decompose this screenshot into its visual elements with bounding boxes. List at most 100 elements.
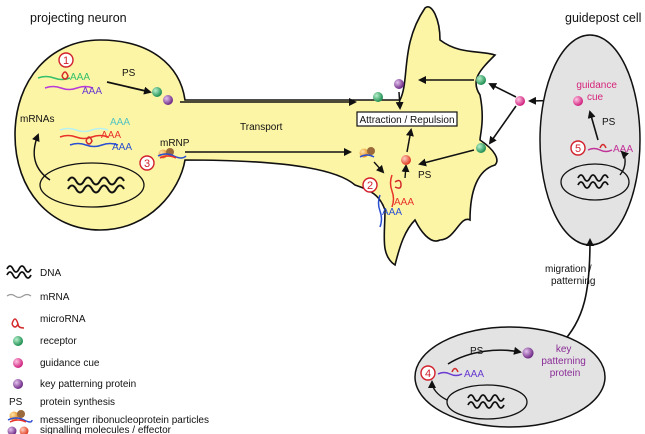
ps-arrow-precursor [447,346,522,365]
key-patterning-protein-icon [163,95,173,105]
soma-mrna-group [59,127,119,148]
transcription-arrow [32,133,51,181]
cue-arrow-to-bottom [488,105,517,145]
mrnp-icon [7,410,33,423]
legend-item-receptor: receptor [13,336,77,347]
svg-text:key patterning protein: key patterning protein [40,379,136,390]
receptor-icon [13,336,23,346]
legend-item-guidance-cue: guidance cue [13,358,100,369]
growth-cone-arrow-4 [405,128,414,153]
svg-text:guidance cue: guidance cue [40,358,100,369]
step-5-badge: 5 [570,140,586,156]
svg-text:messenger ribonucleoprotein pa: messenger ribonucleoprotein particles [40,415,209,426]
cue-arrow-to-top [488,83,517,98]
attraction-repulsion-label: Attraction / Repulsion [359,115,454,126]
ps-label-cone: PS [418,170,432,181]
receptor-icon [476,75,486,85]
aaa-label-step1-green: AAA [70,72,90,83]
step-1-mrna-group [37,71,94,91]
aaa-label-soma-3: AAA [112,142,132,153]
growth-cone-mrna-group [377,174,402,228]
aaa-label-precursor: AAA [464,369,484,380]
dna-icon [6,265,32,279]
dna-icon [67,176,125,194]
guidance-cue-icon [515,96,525,106]
legend-item-protein-synthesis: PS protein synthesis [9,397,115,408]
key-patterning-protein-icon [394,79,404,89]
key-patterning-protein-icon [522,347,534,359]
aaa-label-guidepost: AAA [613,144,633,155]
migration-arrow [559,238,594,346]
transport-label: Transport [240,122,283,133]
ps-label-precursor: PS [470,346,484,357]
aaa-label-soma-1: AAA [110,117,130,128]
guidepost-cell-title: guidepost cell [565,11,641,25]
aaa-label-cone-blue: AAA [382,207,402,218]
kpp-word-3: protein [550,368,581,379]
key-patterning-protein-label: key patterning protein [541,344,588,379]
growth-cone-arrow-3 [401,164,410,179]
neuron-cell-body [14,6,498,267]
guidepost-mrna [587,143,613,153]
precursor-mrna [437,367,463,377]
step-2-badge: 2 [362,177,378,193]
legend-item-signalling-molecules: signalling molecules / effector [7,425,172,434]
svg-text:signalling molecules / effecto: signalling molecules / effector [40,425,172,434]
legend-item-dna: DNA [6,265,61,279]
signalling-molecules-icon [7,426,29,434]
guidance-cue-word-1: guidance [576,80,617,91]
legend-item-microrna: microRNA [11,314,86,329]
legend: DNA mRNA microRNA receptor guidance cue … [6,265,209,434]
mrnas-label: mRNAs [20,114,54,125]
receptor-icon [152,87,162,97]
svg-text:2: 2 [367,180,373,192]
ps-arrow-guidepost [587,110,599,141]
mrna-icon [6,293,32,299]
kpp-word-1: key [556,344,572,355]
step-3-badge: 3 [139,155,155,171]
legend-item-mrnp: messenger ribonucleoprotein particles [7,410,209,426]
neuron-nucleus [39,162,145,208]
svg-text:microRNA: microRNA [40,314,86,325]
microrna-icon [11,318,25,329]
precursor-nucleus [446,384,528,420]
migration-patterning-label: migration / patterning [545,264,595,287]
step-1-badge: 1 [58,52,74,68]
attraction-repulsion-box [356,111,458,127]
step-4-badge: 4 [420,365,436,381]
guidance-cue-word-2: cue [587,92,604,103]
ps-label-guidepost: PS [602,117,616,128]
patterning-word: patterning [551,276,595,287]
svg-text:protein synthesis: protein synthesis [40,397,115,408]
aaa-label-soma-2: AAA [101,130,121,141]
ps-arrow-soma [106,81,152,95]
growth-cone-arrow-2 [373,161,385,174]
receptor-to-cone-arrow-bottom [418,149,475,167]
mrnp-label: mRNP [160,138,190,149]
signalling-molecule-icon [401,155,411,165]
ps-label-soma: PS [122,68,136,79]
growth-cone-arrow-1 [395,91,404,110]
svg-text:receptor: receptor [40,336,77,347]
guidance-cue-icon [13,358,23,368]
key-patterning-protein-icon [13,379,23,389]
guidepost-nucleus [560,163,630,201]
growth-cone-mrnp-icon [359,147,375,158]
guidance-cue-label: guidance cue [576,80,619,103]
receptor-icon [373,92,383,102]
svg-text:5: 5 [575,143,581,155]
receptor-icon [476,143,486,153]
svg-text:DNA: DNA [40,268,61,279]
svg-text:mRNA: mRNA [40,292,70,303]
guidepost-cell-body [539,34,641,246]
kpp-word-2: patterning [541,356,585,367]
aaa-label-cone-red: AAA [394,197,414,208]
guidance-cue-icon [573,96,583,106]
ps-icon: PS [9,397,23,408]
svg-text:4: 4 [425,368,431,380]
migration-word: migration / [545,264,592,275]
svg-text:3: 3 [144,158,150,170]
mrnp-icon [157,148,187,159]
aaa-label-step1-purple: AAA [82,86,102,97]
